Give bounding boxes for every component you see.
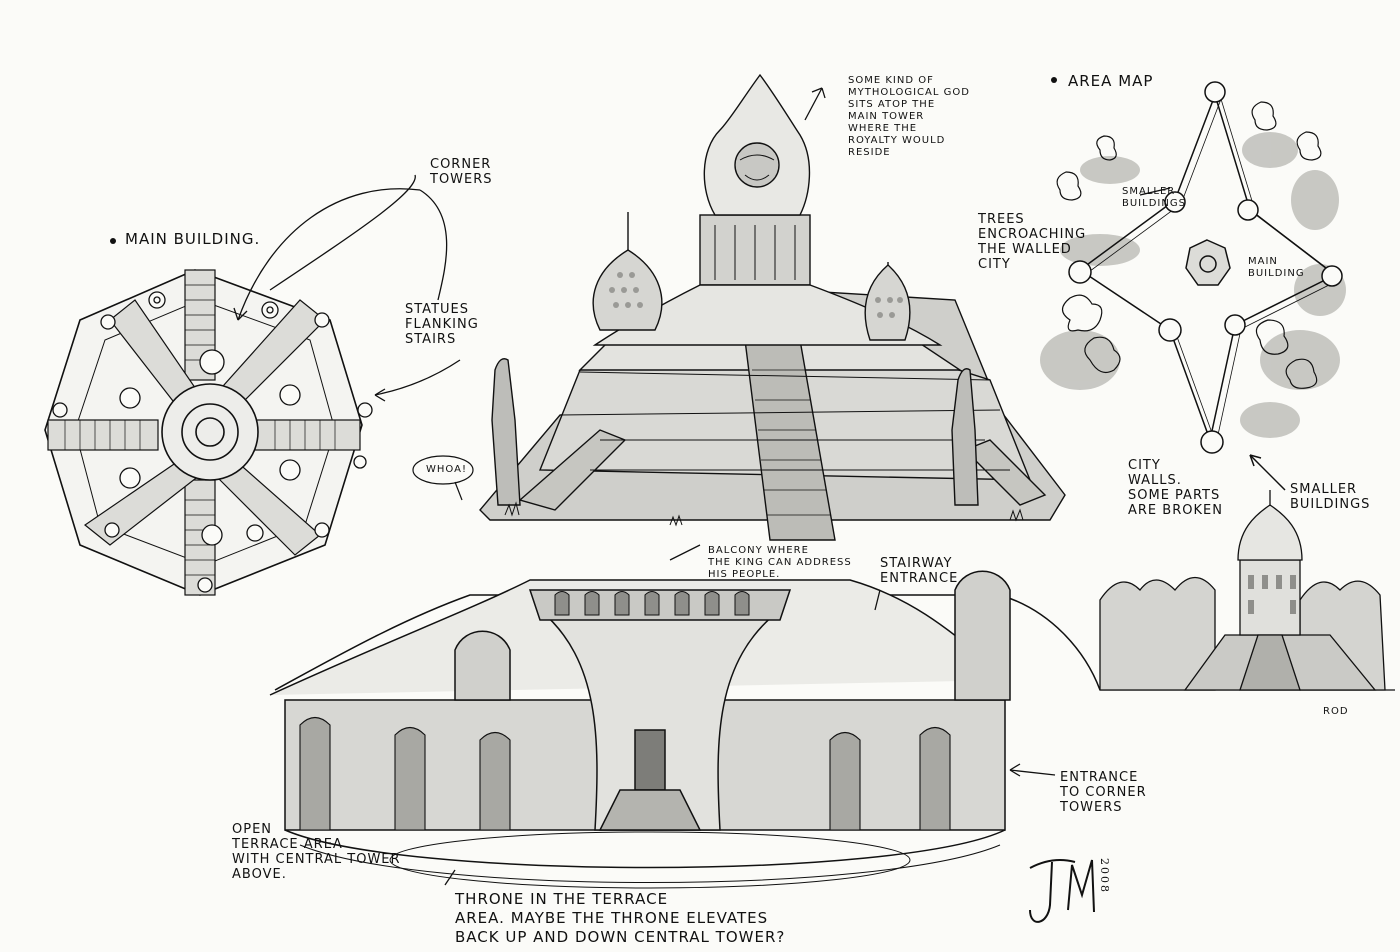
label-trees: TREES ENCROACHING THE WALLED CITY (978, 212, 1087, 272)
leader-arrows (233, 87, 826, 402)
label-city-walls: CITY WALLS. SOME PARTS ARE BROKEN (1128, 458, 1223, 518)
label-balcony: BALCONY WHERE THE KING CAN ADDRESS HIS P… (708, 545, 852, 580)
temple-elevation (479, 73, 1066, 541)
signature-mark (1029, 859, 1095, 923)
signature-year: 2008 (1098, 858, 1111, 894)
label-smaller-buildings-map: SMALLER BUILDINGS (1122, 186, 1186, 209)
label-statues: STATUES FLANKING STAIRS (405, 302, 479, 347)
label-stairway-entrance: STAIRWAY ENTRANCE (880, 556, 959, 586)
main-building-plan (44, 269, 373, 596)
label-rod: ROD (1323, 706, 1349, 717)
terrace-interior (269, 570, 1101, 889)
label-entrance-corner-towers: ENTRANCE TO CORNER TOWERS (1060, 770, 1147, 815)
area-map (1040, 81, 1346, 491)
label-throne: THRONE IN THE TERRACE AREA. MAYBE THE TH… (455, 890, 786, 946)
label-area-map: AREA MAP (1068, 72, 1154, 90)
label-main-building-map: MAIN BUILDING (1248, 256, 1305, 279)
label-open-terrace: OPEN TERRACE AREA WITH CENTRAL TOWER ABO… (232, 822, 401, 882)
label-mythological-god: SOME KIND OF MYTHOLOGICAL GOD SITS ATOP … (848, 75, 970, 158)
smaller-building-sketch (1099, 490, 1395, 691)
label-main-building: MAIN BUILDING. (125, 230, 261, 248)
label-corner-towers: CORNER TOWERS (430, 157, 493, 187)
speech-bubble (412, 455, 474, 485)
label-whoa: WHOA! (426, 464, 467, 475)
label-smaller-buildings: SMALLER BUILDINGS (1290, 482, 1371, 512)
